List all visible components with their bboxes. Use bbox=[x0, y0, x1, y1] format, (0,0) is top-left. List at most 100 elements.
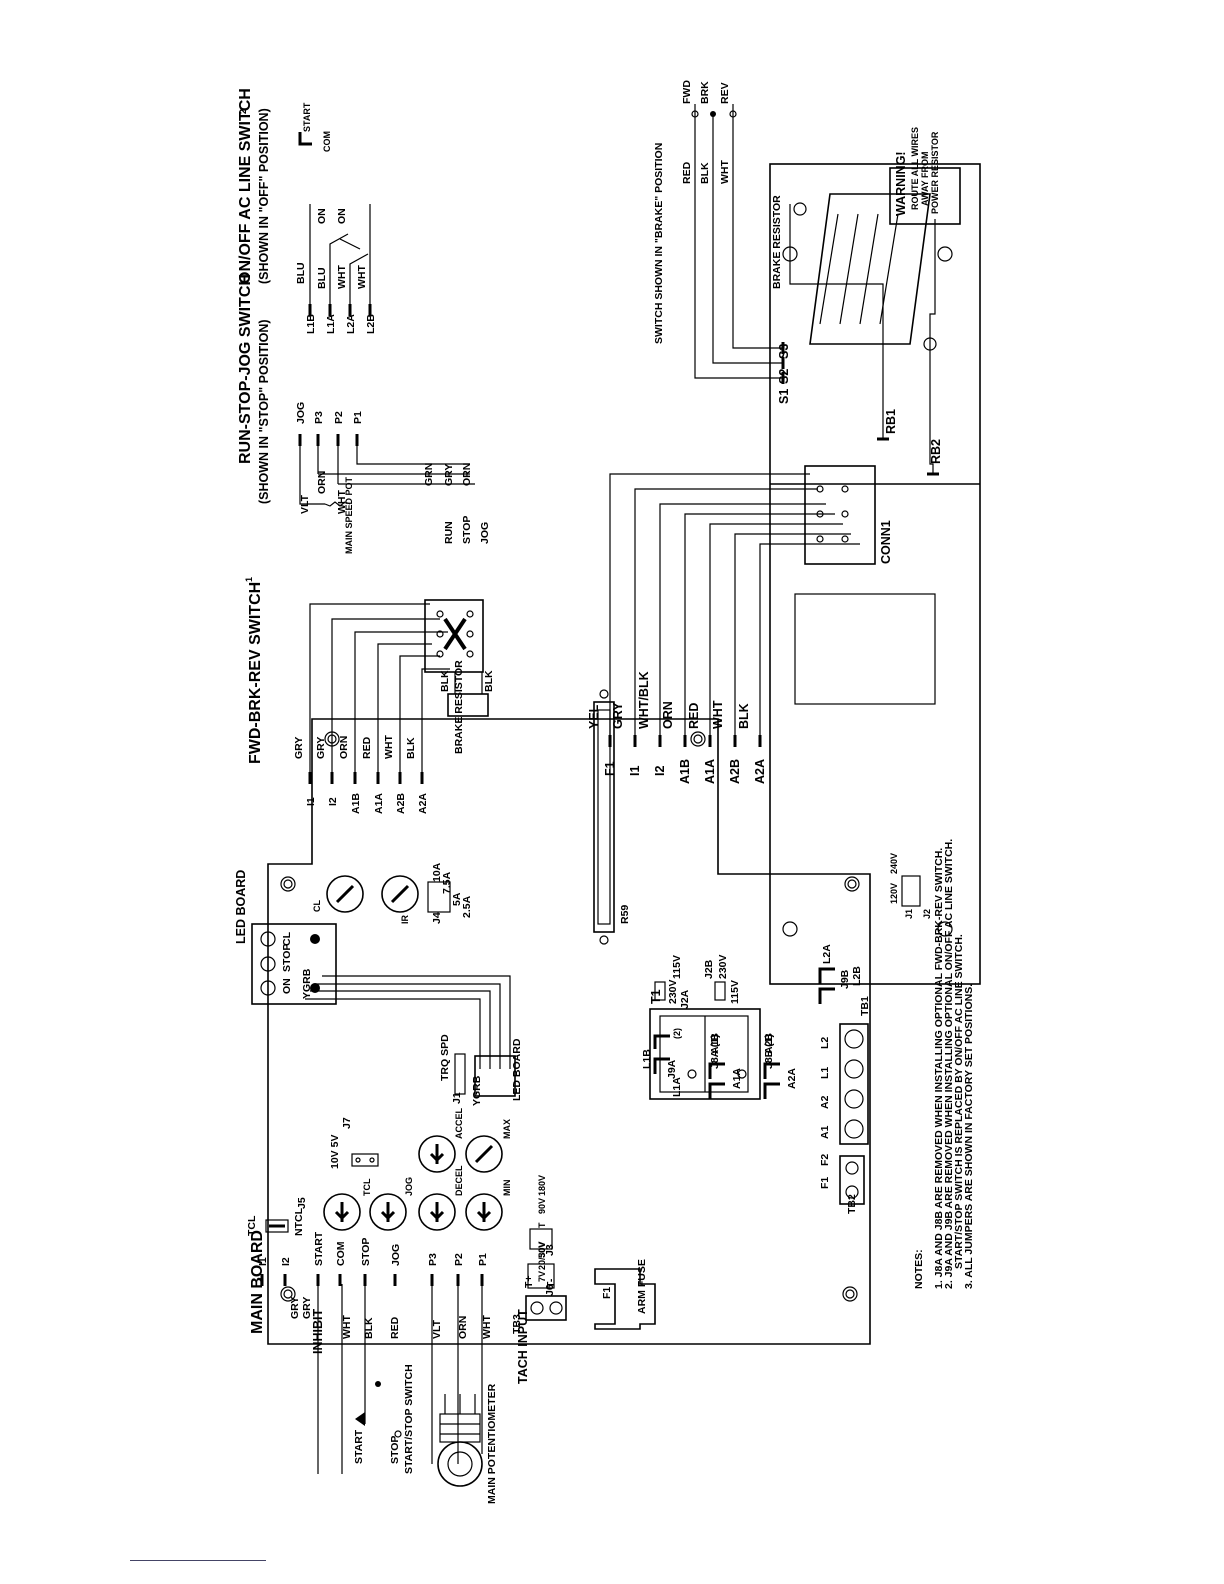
svg-text:A1A: A1A bbox=[373, 793, 385, 814]
svg-text:20/30V: 20/30V bbox=[537, 1241, 547, 1270]
svg-text:ON: ON bbox=[281, 978, 293, 994]
svg-text:BLK: BLK bbox=[405, 737, 417, 759]
svg-text:I1: I1 bbox=[628, 766, 642, 776]
terminal-label: I1 bbox=[257, 1257, 269, 1266]
j1-label: J1 bbox=[451, 1092, 463, 1104]
s-wires bbox=[694, 104, 783, 379]
run-switch-title: RUN-STOP-JOG SWITCH bbox=[237, 274, 254, 464]
j9b-label: J9B bbox=[839, 969, 851, 989]
terminal-label: STOP bbox=[360, 1238, 372, 1266]
pot-decel: DECEL bbox=[418, 1165, 464, 1231]
warning-lines: ROUTE ALL WIRES AWAY FROM POWER RESISTOR bbox=[910, 127, 940, 214]
svg-text:GRY: GRY bbox=[315, 737, 327, 759]
screw bbox=[690, 731, 706, 747]
j8b-term: A2A bbox=[786, 1068, 798, 1089]
svg-text:AWAY FROM: AWAY FROM bbox=[920, 151, 930, 206]
s-wire-colors: RED BLK WHT bbox=[681, 160, 731, 184]
ac-terminal-stubs bbox=[308, 304, 372, 316]
j3-options: 180V 90V T bbox=[537, 1175, 547, 1228]
ac-terminals: L1B L1A L2A L2B bbox=[305, 314, 377, 334]
j7-label: J7 bbox=[341, 1117, 353, 1129]
tach-input-label: TACH INPUT bbox=[516, 1309, 530, 1384]
note-line: 2. J9A AND J9B ARE REMOVED WHEN INSTALLI… bbox=[943, 839, 955, 1289]
svg-text:A2A: A2A bbox=[417, 793, 429, 814]
j4-options: 10A 7.5A 5A 2.5A bbox=[431, 862, 473, 918]
tb3-term: T- bbox=[545, 1278, 557, 1288]
svg-text:GRY: GRY bbox=[611, 702, 625, 729]
note-line: 1. J8A AND J8B ARE REMOVED WHEN INSTALLI… bbox=[933, 848, 945, 1289]
j5-label: J5 bbox=[296, 1197, 308, 1209]
svg-text:P2: P2 bbox=[333, 411, 345, 424]
svg-text:ROUTE ALL WIRES: ROUTE ALL WIRES bbox=[910, 127, 920, 210]
svg-text:I2: I2 bbox=[653, 766, 667, 776]
svg-text:BRK: BRK bbox=[699, 81, 711, 104]
svg-text:IR: IR bbox=[400, 914, 410, 924]
t1-label: T1 bbox=[649, 989, 663, 1004]
j2-label: J2 bbox=[922, 909, 932, 919]
j8a-term: A1B bbox=[709, 1033, 721, 1054]
trq-spd-label: TRQ SPD bbox=[439, 1034, 451, 1081]
led-items bbox=[260, 931, 320, 996]
j2b-label: J2B bbox=[703, 959, 715, 979]
svg-text:WHT: WHT bbox=[356, 265, 368, 289]
main-potentiometer bbox=[437, 1394, 483, 1487]
svg-text:VLT: VLT bbox=[431, 1319, 443, 1339]
svg-text:S2: S2 bbox=[777, 369, 791, 384]
svg-text:A1B: A1B bbox=[678, 759, 692, 784]
svg-text:BLK: BLK bbox=[363, 1317, 375, 1339]
svg-text:GRN: GRN bbox=[423, 463, 435, 486]
tb1-screws bbox=[844, 1029, 864, 1139]
svg-text:RED: RED bbox=[687, 703, 701, 729]
on-off-ac-line-switch: ON/OFF AC LINE SWITCH 2 (SHOWN IN "OFF" … bbox=[237, 88, 377, 334]
svg-text:RUN: RUN bbox=[443, 521, 455, 544]
pot-tcl: TCL bbox=[323, 1178, 372, 1231]
brake-resistor-label: BRAKE RESISTOR bbox=[771, 195, 783, 289]
j2a-marker: (2) bbox=[672, 1028, 682, 1039]
j1-label: J1 bbox=[904, 909, 914, 919]
svg-text:90V: 90V bbox=[537, 1198, 547, 1214]
led-conn-label: LED BOARD bbox=[511, 1038, 523, 1101]
svg-text:10A: 10A bbox=[431, 862, 443, 882]
j9a-label: J9A bbox=[666, 1059, 678, 1079]
fwd-brake-resistor bbox=[447, 672, 489, 717]
svg-text:WHT: WHT bbox=[481, 1315, 493, 1339]
ac-switch-sup: 2 bbox=[238, 109, 248, 114]
conn1-pins bbox=[816, 485, 849, 543]
fwd-brake-resistor-label: BRAKE RESISTOR bbox=[453, 660, 465, 754]
svg-text:L2A: L2A bbox=[345, 314, 357, 334]
warning-title: WARNING! bbox=[894, 151, 908, 216]
switch-positions: FWD BRK REV bbox=[681, 80, 731, 104]
run-stop-jog-switch: RUN-STOP-JOG SWITCH (SHOWN IN "STOP" POS… bbox=[237, 274, 491, 554]
svg-text:ORN: ORN bbox=[461, 463, 473, 486]
note-line: 3. ALL JUMPERS ARE SHOWN IN FACTORY SET … bbox=[963, 984, 975, 1289]
svg-text:A1B: A1B bbox=[350, 793, 362, 814]
note-line: START/STOP SWITCH IS REPLACED BY ON/OFF … bbox=[953, 934, 965, 1269]
com-label: COM bbox=[322, 131, 332, 152]
svg-text:I1: I1 bbox=[305, 797, 317, 806]
fwd-brk-rev-switch: FWD-BRK-REV SWITCH 1 I1 I2 A1B A1A A2B A… bbox=[244, 577, 495, 814]
svg-text:A2: A2 bbox=[819, 1095, 831, 1109]
svg-text:YEL: YEL bbox=[587, 704, 601, 729]
svg-text:JOG: JOG bbox=[295, 402, 307, 424]
j2b-option: 230V bbox=[717, 954, 729, 979]
notes-title: NOTES: bbox=[913, 1249, 925, 1289]
svg-text:WHT: WHT bbox=[383, 735, 395, 759]
svg-text:L2: L2 bbox=[819, 1037, 831, 1049]
svg-text:WHT: WHT bbox=[336, 265, 348, 289]
svg-text:GRY: GRY bbox=[293, 737, 305, 759]
rb1-label: RB1 bbox=[884, 409, 898, 434]
svg-text:ORN: ORN bbox=[661, 701, 675, 729]
svg-text:A1A: A1A bbox=[703, 759, 717, 784]
svg-text:P3: P3 bbox=[313, 411, 325, 424]
conn1-label: CONN1 bbox=[879, 520, 893, 564]
svg-text:REV: REV bbox=[719, 82, 731, 104]
ac-wire-colors: BLU BLU WHT WHT bbox=[295, 262, 368, 289]
fwd-terminals: I1 I2 A1B A1A A2B A2A bbox=[305, 793, 429, 814]
svg-text:P1: P1 bbox=[352, 411, 364, 424]
jv-label: 240V bbox=[889, 853, 899, 874]
ac-switch-subtitle: (SHOWN IN "OFF" POSITION) bbox=[257, 108, 271, 284]
svg-text:BLK: BLK bbox=[737, 703, 751, 729]
j9a-term: L1B bbox=[641, 1049, 653, 1069]
rb2-label: RB2 bbox=[929, 439, 943, 464]
j4-label: J4 bbox=[431, 912, 443, 924]
